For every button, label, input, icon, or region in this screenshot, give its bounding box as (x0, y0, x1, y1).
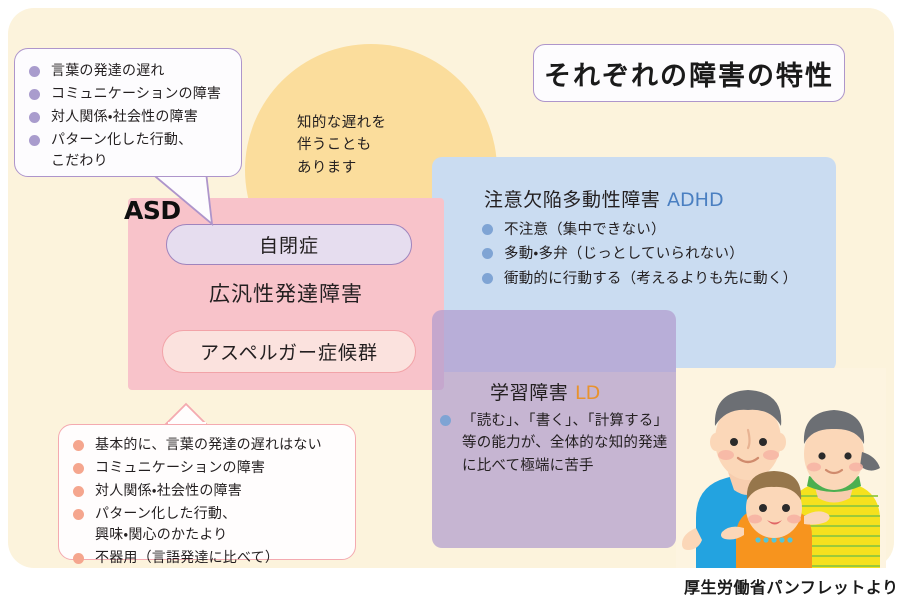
list-item: 多動・多弁（じっとしていられない） (482, 243, 842, 265)
list-item: 不注意（集中できない） (482, 219, 842, 241)
asd-abbrev-label: ASD (124, 196, 181, 225)
asd-traits-top-list: 言葉の発達の遅れ コミュニケーションの障害 対人関係・社会性の障害 パターン化し… (29, 61, 233, 174)
ld-heading-en: LD (575, 382, 601, 404)
autism-pill-label: 自閉症 (258, 235, 319, 257)
asperger-traits-callout-bottom: 基本的に、言葉の発達の遅れはない コミュニケーションの障害 対人関係・社会性の障… (58, 424, 356, 566)
adhd-heading-en: ADHD (667, 189, 724, 211)
list-item: 衝動的に行動する（考えるよりも先に動く） (482, 268, 842, 290)
baby-figure (721, 471, 830, 568)
page-title-text: それぞれの障害の特性 (544, 60, 834, 92)
list-item: パターン化した行動、 こだわり (29, 130, 233, 172)
ld-heading-ja: 学習障害 (490, 382, 569, 404)
list-item: 言葉の発達の遅れ (29, 61, 233, 82)
pdd-title: 広汎性発達障害 (209, 282, 363, 306)
list-item: コミュニケーションの障害 (29, 84, 233, 105)
source-caption: 厚生労働省パンフレットより (684, 578, 899, 597)
ld-list: 「読む」、「書く」、「計算する」 等の能力が、全体的な知的発達 に比べて極端に苦… (440, 410, 676, 477)
adhd-list: 不注意（集中できない） 多動・多弁（じっとしていられない） 衝動的に行動する（考… (482, 219, 842, 290)
adhd-list-wrap: 不注意（集中できない） 多動・多弁（じっとしていられない） 衝動的に行動する（考… (482, 219, 842, 292)
family-illustration-svg (676, 368, 886, 568)
list-item: 「読む」、「書く」、「計算する」 等の能力が、全体的な知的発達 に比べて極端に苦… (440, 410, 676, 477)
ld-heading: 学習障害 LD (490, 378, 600, 405)
family-illustration (676, 368, 886, 568)
list-item: 対人関係・社会性の障害 (29, 107, 233, 128)
intellectual-delay-text: 知的な遅れを 伴うことも あります (297, 115, 387, 176)
ld-box (432, 310, 676, 548)
page-title: それぞれの障害の特性 (533, 44, 845, 102)
list-item: 基本的に、言葉の発達の遅れはない (73, 435, 351, 456)
adhd-heading-ja: 注意欠陥多動性障害 (484, 189, 661, 211)
autism-pill: 自閉症 (166, 224, 412, 265)
asd-traits-callout-top: 言葉の発達の遅れ コミュニケーションの障害 対人関係・社会性の障害 パターン化し… (14, 48, 242, 177)
list-item: 不器用（言語発達に比べて） (73, 548, 351, 569)
adhd-heading: 注意欠陥多動性障害 ADHD (484, 185, 724, 212)
ld-list-wrap: 「読む」、「書く」、「計算する」 等の能力が、全体的な知的発達 に比べて極端に苦… (440, 410, 676, 479)
list-item: 対人関係・社会性の障害 (73, 481, 351, 502)
asperger-pill: アスペルガー症候群 (162, 330, 416, 373)
asperger-pill-label: アスペルガー症候群 (199, 342, 379, 364)
list-item: コミュニケーションの障害 (73, 458, 351, 479)
asperger-traits-list: 基本的に、言葉の発達の遅れはない コミュニケーションの障害 対人関係・社会性の障… (73, 435, 351, 571)
list-item: パターン化した行動、 興味・関心のかたより (73, 504, 351, 546)
